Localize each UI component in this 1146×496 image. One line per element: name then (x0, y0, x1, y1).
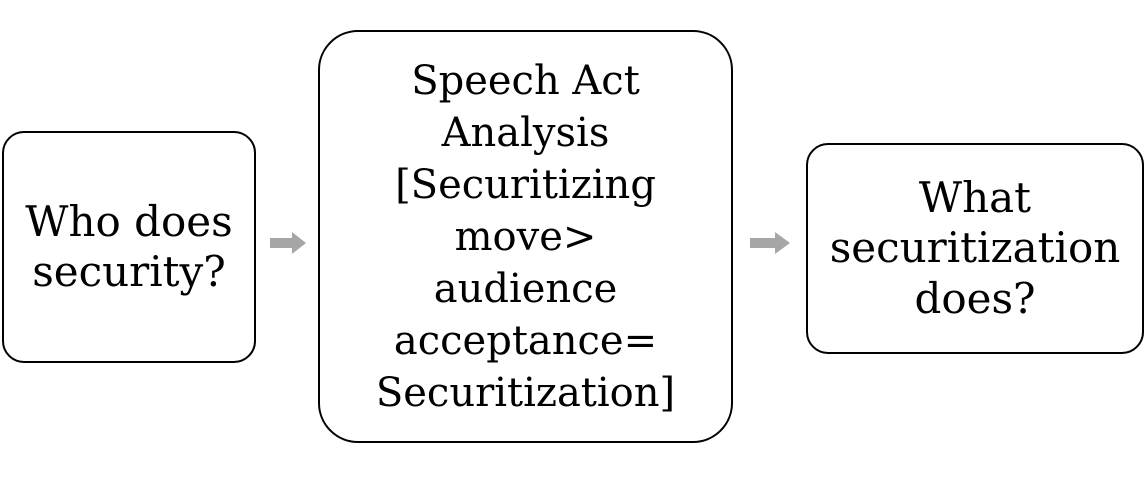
step-2-line-1: Speech Act (411, 57, 640, 104)
step-box-what-securitization-does: What securitization does? (806, 143, 1144, 354)
step-3-line-3: does? (914, 273, 1036, 323)
step-3-line-2: securitization (829, 223, 1121, 273)
step-box-speech-act-analysis: Speech Act Analysis [Securitizing move> … (318, 30, 733, 443)
step-1-line-2: security? (32, 247, 226, 296)
step-2-line-7: Securitization] (375, 369, 676, 416)
step-3-line-1: What (918, 172, 1032, 222)
step-2-line-4: move> (454, 213, 597, 260)
step-box-text: Speech Act Analysis [Securitizing move> … (368, 55, 683, 419)
step-box-text: Who does security? (17, 197, 240, 298)
arrow-shape (270, 232, 306, 254)
step-1-line-1: Who does (25, 196, 233, 246)
arrow-shape (750, 232, 790, 254)
step-2-line-3: [Securitizing (395, 161, 656, 208)
right-arrow-icon (750, 232, 790, 254)
right-arrow-icon (270, 232, 306, 254)
step-2-line-2: Analysis (441, 109, 610, 156)
step-2-line-6: acceptance= (393, 317, 658, 364)
step-box-text: What securitization does? (822, 173, 1129, 324)
step-2-line-5: audience (433, 265, 618, 312)
step-box-who-does-security: Who does security? (2, 131, 256, 363)
